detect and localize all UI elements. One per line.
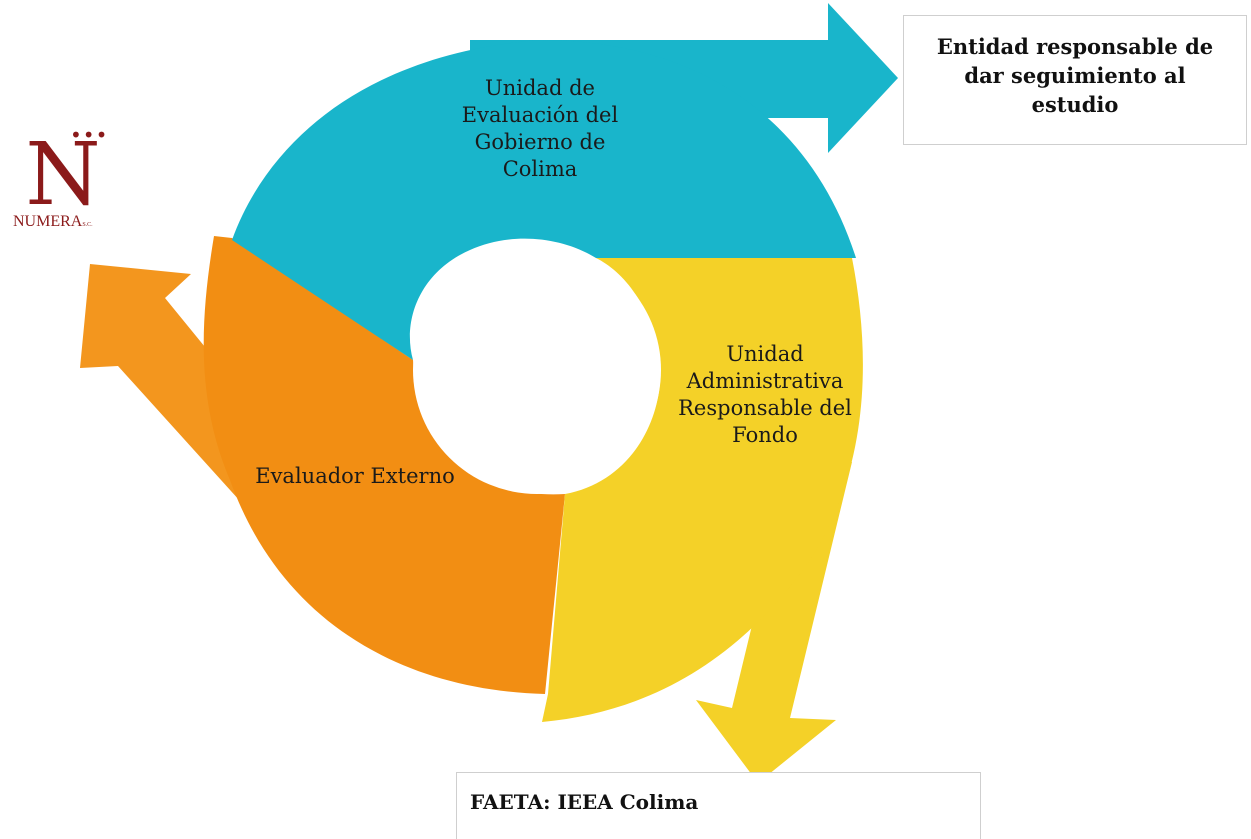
segment-label-line: Evaluación del bbox=[461, 103, 619, 127]
callout-bottom-box: FAETA: IEEA Colima bbox=[456, 772, 981, 839]
logo-mark: N bbox=[25, 125, 101, 225]
callout-top-line: estudio bbox=[1031, 92, 1119, 117]
logo-suffix: S.C. bbox=[82, 222, 93, 228]
segment-label-line: Responsable del bbox=[678, 396, 852, 420]
segment-label-line: Unidad de bbox=[485, 76, 595, 100]
segment-label-line: Fondo bbox=[732, 423, 798, 447]
callout-top-line: dar seguimiento al bbox=[964, 63, 1186, 88]
segment-label-orange: Evaluador Externo bbox=[240, 463, 470, 490]
callout-bottom-text: FAETA: IEEA Colima bbox=[470, 790, 699, 814]
segment-label-line: Administrativa bbox=[686, 369, 844, 393]
numera-logo: N ••• NUMERAS.C. bbox=[8, 123, 128, 240]
logo-wordmark: NUMERAS.C. bbox=[13, 213, 93, 231]
ring-center bbox=[413, 246, 661, 494]
ring-segment-yellow bbox=[542, 258, 863, 722]
segment-label-teal: Unidad de Evaluación del Gobierno de Col… bbox=[430, 75, 650, 183]
segment-label-yellow: Unidad Administrativa Responsable del Fo… bbox=[660, 341, 870, 449]
segment-label-line: Gobierno de bbox=[474, 130, 606, 154]
callout-top-line: Entidad responsable de bbox=[936, 34, 1214, 59]
ring-segment-teal bbox=[232, 40, 856, 360]
ring-segment-orange bbox=[203, 236, 565, 694]
logo-dots: ••• bbox=[70, 123, 109, 147]
callout-top-box: Entidad responsable de dar seguimiento a… bbox=[903, 15, 1247, 145]
segment-label-line: Unidad bbox=[726, 342, 804, 366]
segment-label-line: Colima bbox=[502, 157, 578, 181]
segment-label-line: Evaluador Externo bbox=[255, 464, 455, 488]
logo-name: NUMERA bbox=[13, 213, 83, 230]
